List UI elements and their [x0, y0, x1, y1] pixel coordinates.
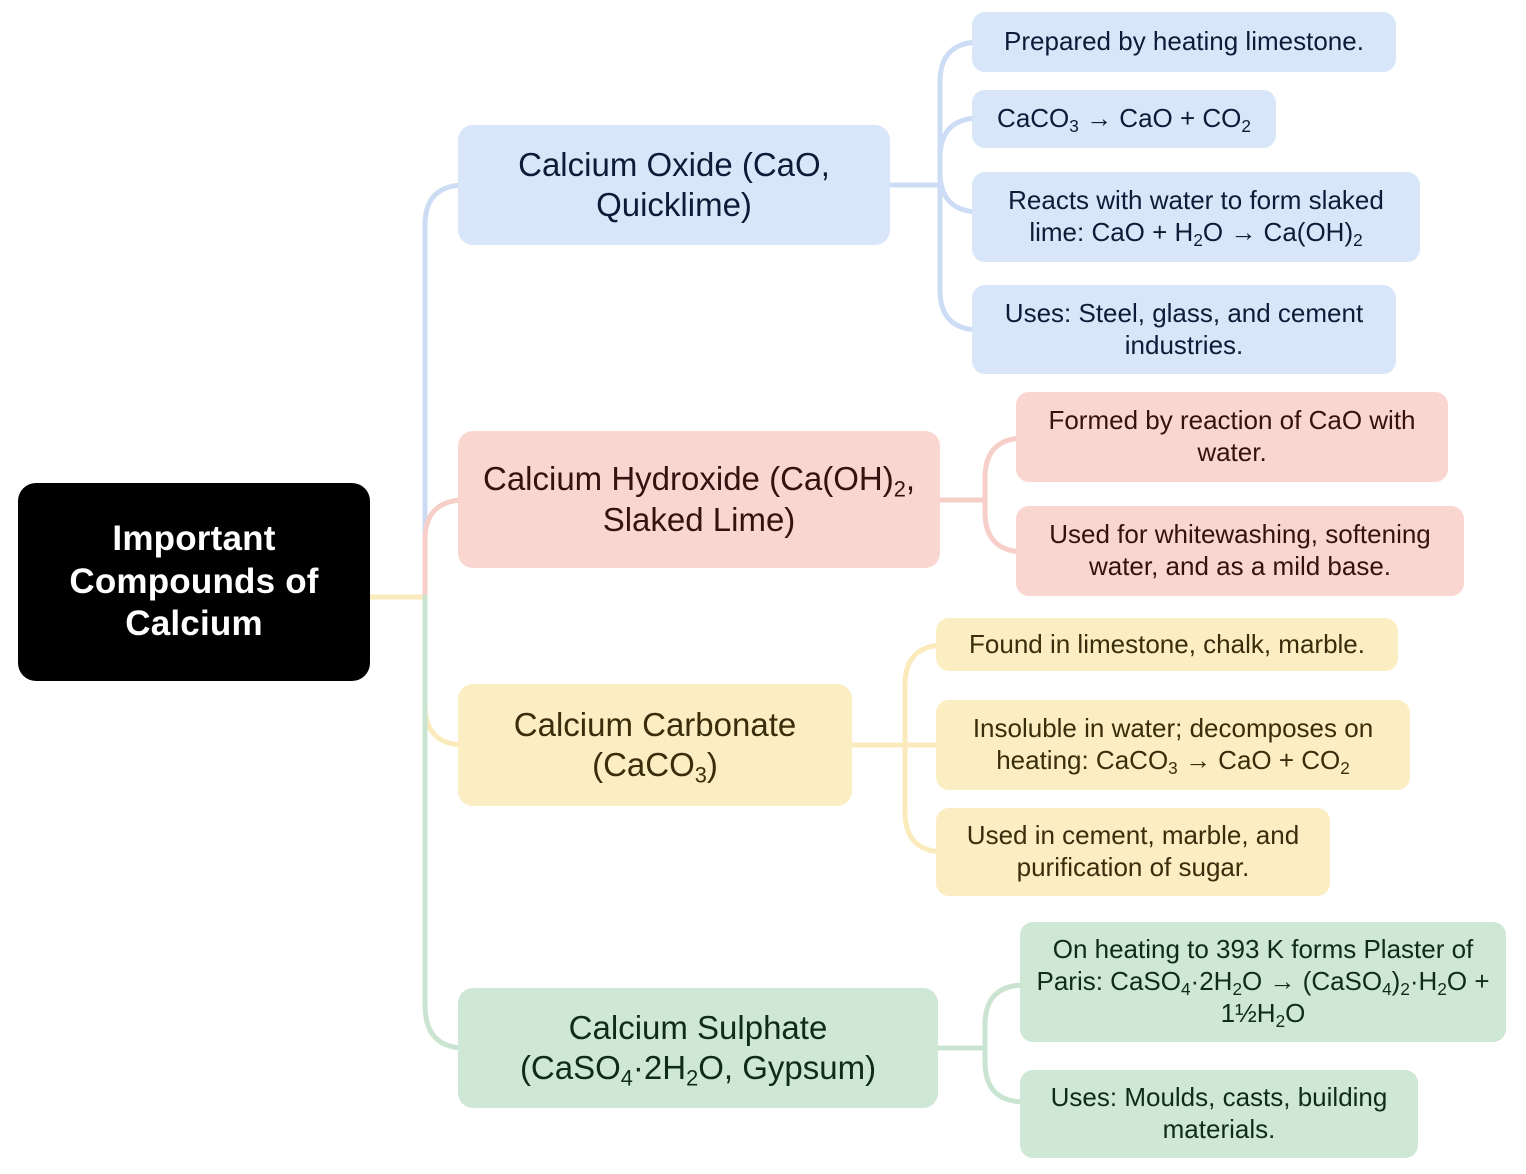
leaf-node-caso4-uses[interactable]: Uses: Moulds, casts, building materials. — [1020, 1070, 1418, 1158]
branch-node-calcium-oxide[interactable]: Calcium Oxide (CaO, Quicklime) — [458, 125, 890, 245]
root-label-line-1: Important — [112, 518, 276, 558]
leaf-label-caso4-uses: Uses: Moulds, casts, building materials. — [1050, 1082, 1388, 1144]
root-label-line-2: Compounds of — [69, 561, 319, 601]
branch-node-calcium-sulphate[interactable]: Calcium Sulphate (CaSO4·2H2O, Gypsum) — [458, 988, 938, 1108]
branch-node-calcium-carbonate[interactable]: Calcium Carbonate (CaCO3) — [458, 684, 852, 806]
leaf-label-cao-eq: CaCO3 → CaO + CO2 — [997, 103, 1251, 137]
leaf-label-cao-prep: Prepared by heating limestone. — [1004, 26, 1364, 57]
root-node[interactable]: Important Compounds of Calcium — [18, 483, 370, 681]
leaf-label-caso4-pop: On heating to 393 K forms Plaster of Par… — [1036, 934, 1490, 1031]
leaf-node-cao-uses[interactable]: Uses: Steel, glass, and cement industrie… — [972, 285, 1396, 374]
connector-root-to-calcium-sulphate — [422, 594, 473, 1051]
leaf-node-caco3-uses[interactable]: Used in cement, marble, and purification… — [936, 808, 1330, 896]
leaf-label-caco3-decomp: Insoluble in water; decomposes on heatin… — [972, 713, 1374, 779]
leaf-node-caoh2-formed[interactable]: Formed by reaction of CaO with water. — [1016, 392, 1448, 482]
leaf-node-caso4-pop[interactable]: On heating to 393 K forms Plaster of Par… — [1020, 922, 1506, 1042]
leaf-node-caco3-found[interactable]: Found in limestone, chalk, marble. — [936, 618, 1398, 671]
leaf-node-cao-water[interactable]: Reacts with water to form slaked lime: C… — [972, 172, 1420, 262]
leaf-label-caco3-found: Found in limestone, chalk, marble. — [969, 628, 1365, 659]
branch-label-calcium-carbonate: Calcium Carbonate (CaCO3) — [513, 705, 797, 788]
leaf-label-caoh2-formed: Formed by reaction of CaO with water. — [1048, 405, 1416, 467]
leaf-node-caco3-decomp[interactable]: Insoluble in water; decomposes on heatin… — [936, 700, 1410, 790]
leaf-node-caoh2-uses[interactable]: Used for whitewashing, softening water, … — [1016, 506, 1464, 596]
leaf-node-cao-prep[interactable]: Prepared by heating limestone. — [972, 12, 1396, 72]
branch-label-calcium-sulphate: Calcium Sulphate (CaSO4·2H2O, Gypsum) — [519, 1008, 877, 1091]
leaf-label-caco3-uses: Used in cement, marble, and purification… — [966, 820, 1300, 882]
root-node-label: Important Compounds of Calcium — [32, 518, 356, 646]
leaf-node-cao-eq[interactable]: CaCO3 → CaO + CO2 — [972, 90, 1276, 148]
leaf-label-cao-water: Reacts with water to form slaked lime: C… — [1008, 185, 1384, 251]
branch-label-calcium-oxide: Calcium Oxide (CaO, Quicklime) — [518, 145, 830, 223]
branch-label-calcium-hydroxide: Calcium Hydroxide (Ca(OH)2, Slaked Lime) — [482, 460, 916, 538]
leaf-label-caoh2-uses: Used for whitewashing, softening water, … — [1049, 519, 1431, 581]
leaf-label-cao-uses: Uses: Steel, glass, and cement industrie… — [1004, 297, 1364, 360]
branch-node-calcium-hydroxide[interactable]: Calcium Hydroxide (Ca(OH)2, Slaked Lime) — [458, 431, 940, 568]
root-label-line-3: Calcium — [125, 604, 263, 644]
